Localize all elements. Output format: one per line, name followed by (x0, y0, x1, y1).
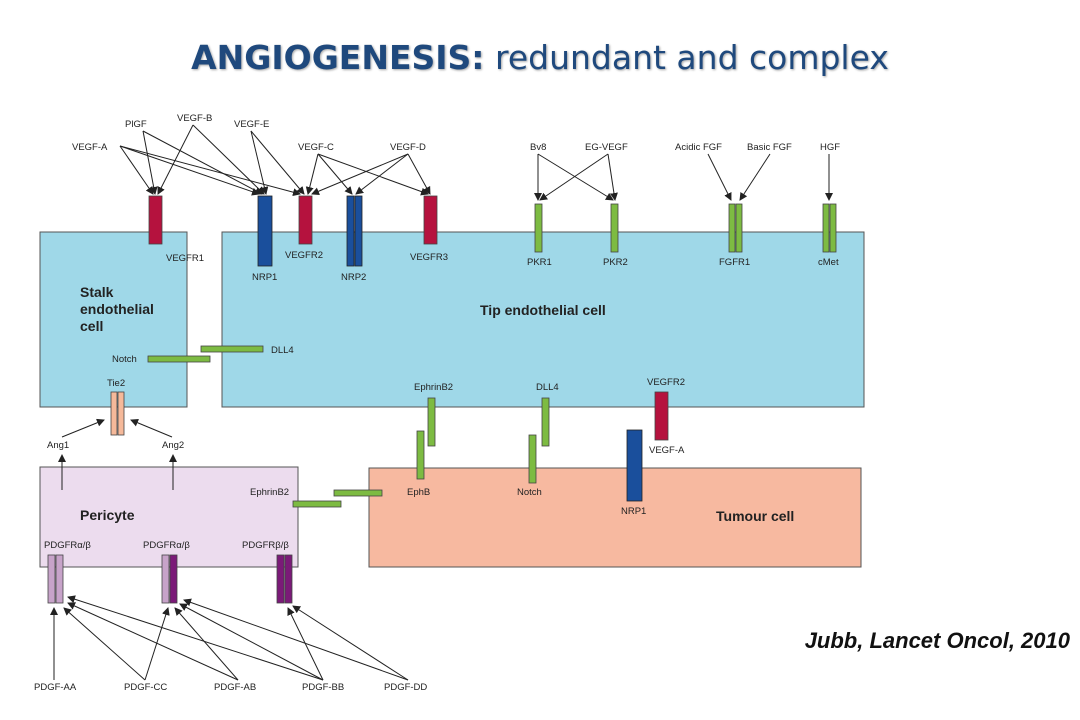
receptor-cmet-a (822, 203, 830, 253)
label-nrp2: NRP2 (341, 272, 366, 283)
tumour-label: Tumour cell (716, 508, 794, 524)
receptor-pkr2 (610, 203, 619, 253)
label-nrp1: NRP1 (252, 272, 277, 283)
ligand-pdgf-bb: PDGF-BB (302, 682, 344, 693)
notch-stalk-bar (147, 355, 211, 363)
receptor-vegfr3 (423, 195, 438, 245)
label-tie2: Tie2 (107, 378, 125, 389)
pdgfr-1-b (55, 554, 64, 604)
title-rest: redundant and complex (484, 38, 889, 77)
stalk-label-1: Stalk (80, 284, 114, 300)
label-vegfr1: VEGFR1 (166, 253, 204, 264)
label-pkr1: PKR1 (527, 257, 552, 268)
ligand-pdgf-cc: PDGF-CC (124, 682, 167, 693)
pdgf-arrows (50, 595, 409, 681)
ligand-vegf-b: VEGF-B (177, 113, 212, 124)
label-ephrinb2-pericyte: EphrinB2 (250, 487, 289, 498)
label-vegf-a-tumour: VEGF-A (649, 445, 685, 456)
label-cmet: cMet (818, 257, 839, 268)
label-vegfr2-tip: VEGFR2 (647, 377, 685, 388)
ephrinb2-pericyte-bar (292, 500, 342, 508)
vegfr2-tip-bar (654, 391, 669, 441)
ligand-pdgf-ab: PDGF-AB (214, 682, 256, 693)
label-ephrinb2-tip: EphrinB2 (414, 382, 453, 393)
receptor-nrp1 (257, 195, 273, 267)
receptor-fgfr1-b (735, 203, 743, 253)
ligand-pdgf-aa: PDGF-AA (34, 682, 77, 693)
ligand-hgf: HGF (820, 142, 840, 153)
dll4-tip-bar (200, 345, 264, 353)
ligand-vegf-a: VEGF-A (72, 142, 108, 153)
tip-cell (221, 231, 865, 408)
stalk-label-2: endothelial (80, 301, 154, 317)
label-vegfr2: VEGFR2 (285, 250, 323, 261)
pericyte-cell (39, 466, 299, 568)
ligand-bv8: Bv8 (530, 142, 546, 153)
ephrinb2-tip-bar (427, 397, 436, 447)
receptor-pkr1 (534, 203, 543, 253)
ligand-pigf: PlGF (125, 119, 147, 130)
ligand-basic-fgf: Basic FGF (747, 142, 792, 153)
label-notch-tumour: Notch (517, 487, 542, 498)
ligand-vegf-e: VEGF-E (234, 119, 269, 130)
dll4-tip2-bar (541, 397, 550, 447)
ephrinb2-tumour-bar (333, 489, 383, 497)
stalk-label-3: cell (80, 318, 103, 334)
slide-title: ANGIOGENESIS: redundant and complex (0, 38, 1080, 77)
ligand-vegf-c: VEGF-C (298, 142, 334, 153)
receptor-nrp2-b (354, 195, 363, 267)
receptor-fgfr1-a (728, 203, 736, 253)
label-fgfr1: FGFR1 (719, 257, 750, 268)
top-ligand-arrows (119, 124, 833, 201)
ligand-pdgf-dd: PDGF-DD (384, 682, 427, 693)
label-nrp1-tumour: NRP1 (621, 506, 646, 517)
ephb-bar (416, 430, 425, 480)
receptor-vegfr2 (298, 195, 313, 245)
label-pdgfr-3: PDGFRβ/β (242, 540, 289, 551)
citation: Jubb, Lancet Oncol, 2010 (804, 628, 1070, 653)
label-ephb: EphB (407, 487, 430, 498)
tip-label: Tip endothelial cell (480, 302, 606, 318)
pdgfr-3-a (276, 554, 285, 604)
pdgfr-2-a (161, 554, 170, 604)
ligand-acidic-fgf: Acidic FGF (675, 142, 722, 153)
pericyte-label: Pericyte (80, 507, 135, 523)
ligand-eg-vegf: EG-VEGF (585, 142, 628, 153)
receptor-tie2-a (110, 391, 118, 436)
ligand-vegf-d: VEGF-D (390, 142, 426, 153)
label-notch-stalk: Notch (112, 354, 137, 365)
label-pdgfr-2: PDGFRα/β (143, 540, 190, 551)
label-pkr2: PKR2 (603, 257, 628, 268)
label-ang2: Ang2 (162, 440, 184, 451)
receptor-nrp2-a (346, 195, 355, 267)
label-vegfr3: VEGFR3 (410, 252, 448, 263)
label-dll4-tip2: DLL4 (536, 382, 559, 393)
pdgfr-2-b (169, 554, 178, 604)
nrp1-tumour-bar (626, 429, 643, 502)
pdgfr-1-a (47, 554, 56, 604)
label-ang1: Ang1 (47, 440, 69, 451)
label-pdgfr-1: PDGFRα/β (44, 540, 91, 551)
tumour-cell (368, 467, 862, 568)
pdgfr-3-b (284, 554, 293, 604)
receptor-vegfr1 (148, 195, 163, 245)
ang-arrows (58, 418, 177, 490)
title-bold: ANGIOGENESIS: (191, 38, 485, 77)
label-dll4-tip: DLL4 (271, 345, 294, 356)
receptor-cmet-b (829, 203, 837, 253)
notch-tumour-bar (528, 434, 537, 484)
receptor-tie2-b (117, 391, 125, 436)
